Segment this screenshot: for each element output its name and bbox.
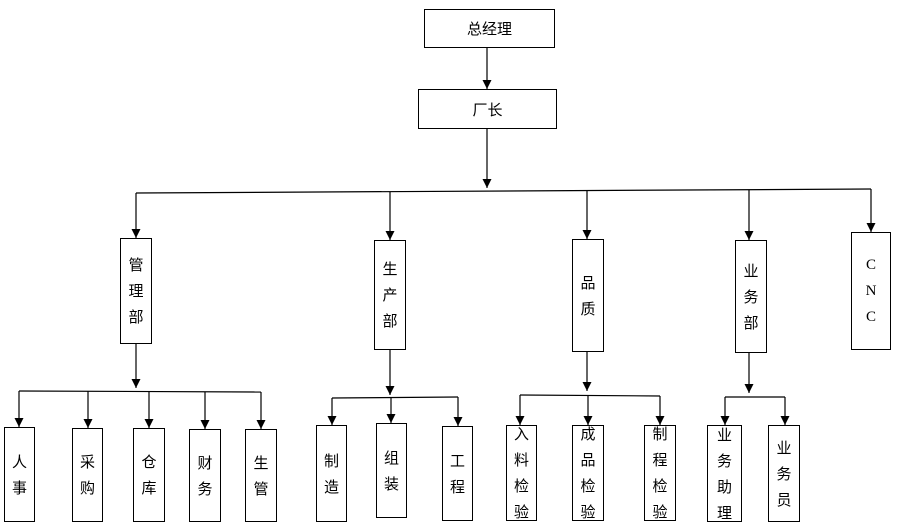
char: 品 <box>580 451 596 469</box>
char: 工 <box>449 451 465 470</box>
admin-department-box: 管理部 <box>120 238 152 344</box>
char: 部 <box>743 313 759 332</box>
char: 入 <box>513 425 529 443</box>
char: 检 <box>580 477 596 495</box>
general-manager-label: 总经理 <box>466 20 512 38</box>
char: 务 <box>743 287 759 306</box>
production-unit-manufacturing: 制造 <box>316 425 347 522</box>
production-unit-engineering: 工程 <box>442 426 473 521</box>
char: 业 <box>716 425 732 444</box>
production-bus <box>331 396 459 399</box>
char: 生 <box>253 453 269 472</box>
quality-department-box: 品质 <box>572 239 604 352</box>
char: 员 <box>776 490 792 509</box>
char: 助 <box>716 477 732 496</box>
char: 料 <box>513 451 529 469</box>
char: 管 <box>128 256 144 274</box>
char: 组 <box>383 448 399 467</box>
admin-unit-warehouse: 仓库 <box>133 428 165 522</box>
char: 检 <box>652 477 668 495</box>
production-unit-assembly: 组装 <box>376 423 407 518</box>
char: N <box>865 283 877 299</box>
char: 务 <box>776 464 792 483</box>
quality-unit-incoming: 入料检验 <box>506 425 537 521</box>
char: 业 <box>743 261 759 280</box>
char: 业 <box>776 438 792 457</box>
admin-unit-hr: 人事 <box>4 427 35 522</box>
quality-unit-process: 制程检验 <box>644 425 676 521</box>
char: 产 <box>382 286 398 304</box>
char: 理 <box>716 503 732 522</box>
char: 质 <box>580 299 596 318</box>
char: 程 <box>449 477 465 496</box>
char: 事 <box>11 478 27 497</box>
char: 品 <box>580 273 596 292</box>
char: 装 <box>383 474 399 493</box>
char: 部 <box>382 312 398 330</box>
char: 验 <box>580 503 596 521</box>
sales-department-box: 业务部 <box>735 240 767 353</box>
char: 生 <box>382 260 398 278</box>
quality-unit-final: 成品检验 <box>572 425 604 521</box>
char: 理 <box>128 282 144 300</box>
department-bus <box>135 188 872 194</box>
char: 制 <box>323 451 339 470</box>
char: C <box>865 257 876 273</box>
char: 人 <box>11 452 27 471</box>
general-manager-box: 总经理 <box>424 9 555 48</box>
admin-unit-production-control: 生管 <box>245 429 277 522</box>
char: 检 <box>513 477 529 495</box>
quality-bus <box>519 394 661 397</box>
char: C <box>865 309 876 325</box>
char: 成 <box>580 425 596 443</box>
sales-unit-assistant: 业务助理 <box>707 425 742 522</box>
char: 制 <box>652 425 668 443</box>
char: 仓 <box>141 453 157 471</box>
char: 造 <box>323 477 339 496</box>
sales-unit-salesperson: 业务员 <box>768 425 800 522</box>
char: 程 <box>652 451 668 469</box>
char: 验 <box>513 503 529 521</box>
char: 部 <box>128 308 144 326</box>
factory-director-box: 厂长 <box>418 89 557 129</box>
admin-bus <box>18 390 262 393</box>
production-department-box: 生产部 <box>374 240 406 350</box>
char: 库 <box>141 479 157 497</box>
char: 财 <box>197 453 213 472</box>
char: 采 <box>79 453 95 471</box>
char: 购 <box>79 479 95 497</box>
admin-unit-purchasing: 采购 <box>72 428 103 522</box>
char: 管 <box>253 479 269 498</box>
admin-unit-finance: 财务 <box>189 429 221 522</box>
char: 验 <box>652 503 668 521</box>
factory-director-label: 厂长 <box>472 100 503 119</box>
char: 务 <box>197 479 213 498</box>
char: 务 <box>716 451 732 470</box>
